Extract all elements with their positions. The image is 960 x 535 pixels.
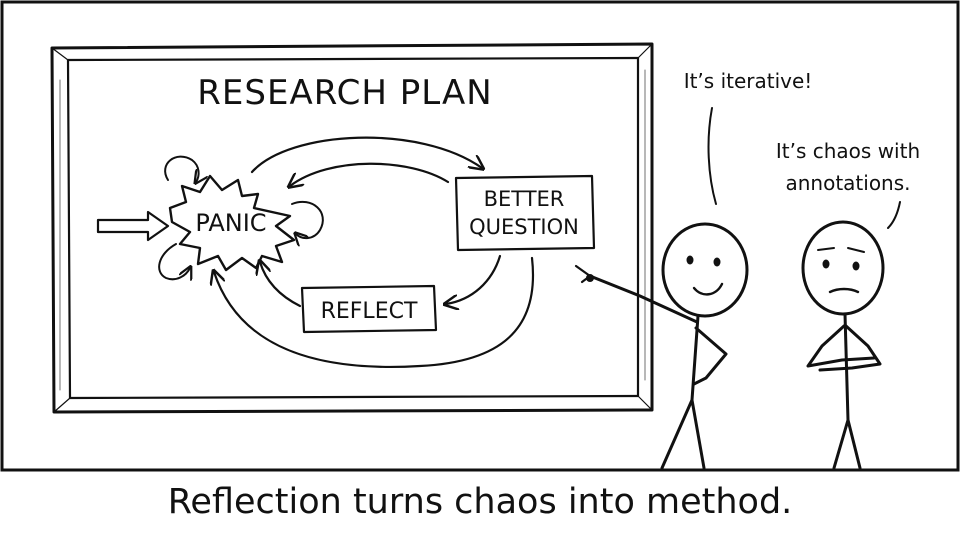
right-speech-text-line1: It’s chaos with [776,139,920,163]
left-figure-smile [692,282,724,296]
panic-label: PANIC [195,209,266,237]
reflect-node: REFLECT [300,284,438,334]
panic-self-loops [158,155,324,280]
right-stick-figure [801,220,885,470]
right-speech-text-line2: annotations. [785,171,910,195]
better-question-label-line1: BETTER [484,187,565,211]
better-question-node: BETTER QUESTION [454,174,596,252]
reflect-label: REFLECT [321,299,418,324]
left-speech-text: It’s iterative! [684,69,813,93]
right-figure-brow-left [817,247,835,251]
cycle-arrows [214,136,535,369]
panel-border [0,0,960,472]
right-speech-tail [887,201,901,229]
left-figure-eye-right [713,257,721,267]
left-stick-figure [574,222,749,470]
right-figure-brow-right [847,247,865,253]
whiteboard [50,42,654,414]
left-speech-tail [707,107,717,205]
left-figure-eye-left [686,255,694,265]
input-arrow [96,210,170,242]
better-question-label-line2: QUESTION [469,215,579,239]
panic-node: PANIC [168,174,296,272]
right-figure-eye-right [852,261,860,271]
board-title: RESEARCH PLAN [197,73,492,113]
right-figure-mouth [828,287,860,294]
comic-caption: Reflection turns chaos into method. [167,482,793,522]
right-figure-eye-left [822,259,830,269]
